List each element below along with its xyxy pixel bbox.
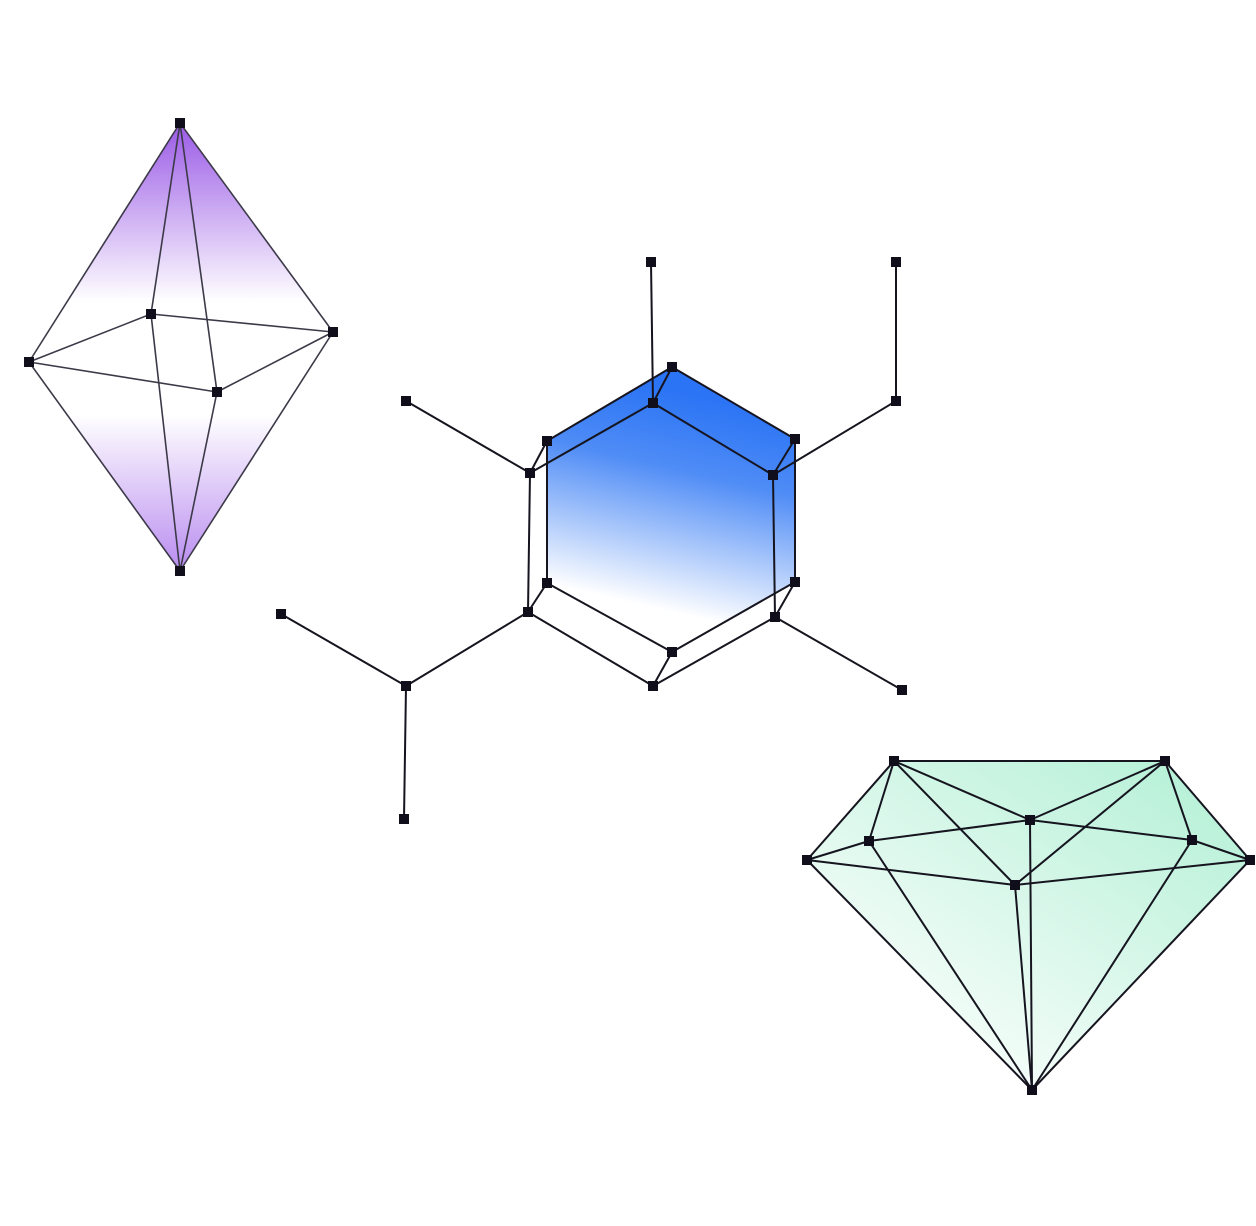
vertex-node bbox=[790, 577, 800, 587]
edge bbox=[893, 760, 1031, 821]
vertex-node bbox=[646, 257, 656, 267]
edge bbox=[806, 859, 1033, 1091]
vertex-node bbox=[648, 398, 658, 408]
vertex-node bbox=[542, 578, 552, 588]
vertex-node bbox=[667, 362, 677, 372]
edge bbox=[868, 840, 1033, 1091]
vertex-node bbox=[648, 681, 658, 691]
shape-fill bbox=[29, 123, 333, 571]
vertex-node bbox=[1160, 756, 1170, 766]
edge bbox=[405, 611, 529, 687]
vertex-node bbox=[1187, 835, 1197, 845]
edge bbox=[546, 582, 673, 653]
shape-fill bbox=[807, 761, 1250, 1090]
edge bbox=[150, 313, 334, 333]
edge bbox=[1029, 760, 1166, 821]
edge bbox=[150, 122, 181, 315]
edge bbox=[28, 361, 181, 572]
edge bbox=[529, 402, 654, 474]
edge bbox=[774, 616, 903, 691]
edge bbox=[1029, 819, 1193, 841]
shape-fill bbox=[547, 367, 795, 652]
edge bbox=[28, 361, 218, 393]
edge bbox=[772, 438, 796, 476]
edge bbox=[868, 819, 1031, 842]
edge bbox=[650, 261, 654, 404]
edge bbox=[527, 472, 531, 613]
edge bbox=[1031, 839, 1193, 1091]
vertex-node bbox=[864, 836, 874, 846]
edge bbox=[1164, 760, 1251, 861]
vertex-node bbox=[525, 468, 535, 478]
edge bbox=[652, 616, 776, 687]
edge bbox=[806, 760, 895, 861]
edge bbox=[1014, 760, 1166, 886]
edge bbox=[403, 685, 407, 820]
edge bbox=[216, 331, 334, 393]
vertex-node bbox=[897, 685, 907, 695]
vertex-node bbox=[146, 309, 156, 319]
vertex-node bbox=[212, 387, 222, 397]
edge bbox=[28, 313, 152, 363]
vertex-node bbox=[891, 396, 901, 406]
edge bbox=[280, 613, 407, 687]
edge bbox=[546, 366, 673, 442]
edge bbox=[179, 331, 334, 572]
edge bbox=[1191, 839, 1251, 861]
diamond bbox=[802, 756, 1255, 1095]
edge bbox=[1029, 819, 1033, 1091]
vertex-node bbox=[401, 396, 411, 406]
vertex-node bbox=[1245, 855, 1255, 865]
edge bbox=[1164, 760, 1193, 841]
vertex-node bbox=[889, 756, 899, 766]
vertex-node bbox=[24, 357, 34, 367]
edge bbox=[671, 366, 796, 440]
vertex-node bbox=[667, 647, 677, 657]
edge bbox=[150, 313, 181, 572]
vertex-node bbox=[790, 434, 800, 444]
vertex-node bbox=[768, 470, 778, 480]
vertex-node bbox=[399, 814, 409, 824]
vertex-node bbox=[1010, 880, 1020, 890]
edge bbox=[1014, 859, 1251, 886]
edge bbox=[806, 840, 870, 861]
edge bbox=[527, 611, 654, 687]
edge bbox=[774, 581, 796, 618]
octahedron bbox=[24, 118, 338, 576]
edge bbox=[179, 122, 334, 333]
edge bbox=[652, 651, 673, 687]
edge bbox=[772, 400, 897, 476]
edge bbox=[893, 760, 1016, 886]
edge bbox=[28, 122, 181, 363]
vertex-node bbox=[276, 609, 286, 619]
vertex-node bbox=[542, 436, 552, 446]
edge bbox=[1014, 884, 1033, 1091]
vertex-node bbox=[1027, 1085, 1037, 1095]
edge bbox=[179, 122, 218, 393]
edge bbox=[1031, 859, 1251, 1091]
vertex-node bbox=[770, 612, 780, 622]
edge bbox=[179, 391, 218, 572]
edge bbox=[868, 760, 895, 842]
edge bbox=[671, 581, 796, 653]
edge bbox=[529, 440, 548, 474]
edge bbox=[652, 402, 774, 476]
vertex-node bbox=[175, 566, 185, 576]
vertex-node bbox=[891, 257, 901, 267]
vertex-node bbox=[175, 118, 185, 128]
vertex-node bbox=[401, 681, 411, 691]
hexagonal-prism-molecule bbox=[276, 257, 907, 824]
vertex-node bbox=[328, 327, 338, 337]
edge bbox=[405, 400, 531, 474]
edge bbox=[652, 366, 673, 404]
edge bbox=[806, 859, 1016, 886]
vertex-node bbox=[802, 855, 812, 865]
vertex-node bbox=[523, 607, 533, 617]
vertex-node bbox=[1025, 815, 1035, 825]
